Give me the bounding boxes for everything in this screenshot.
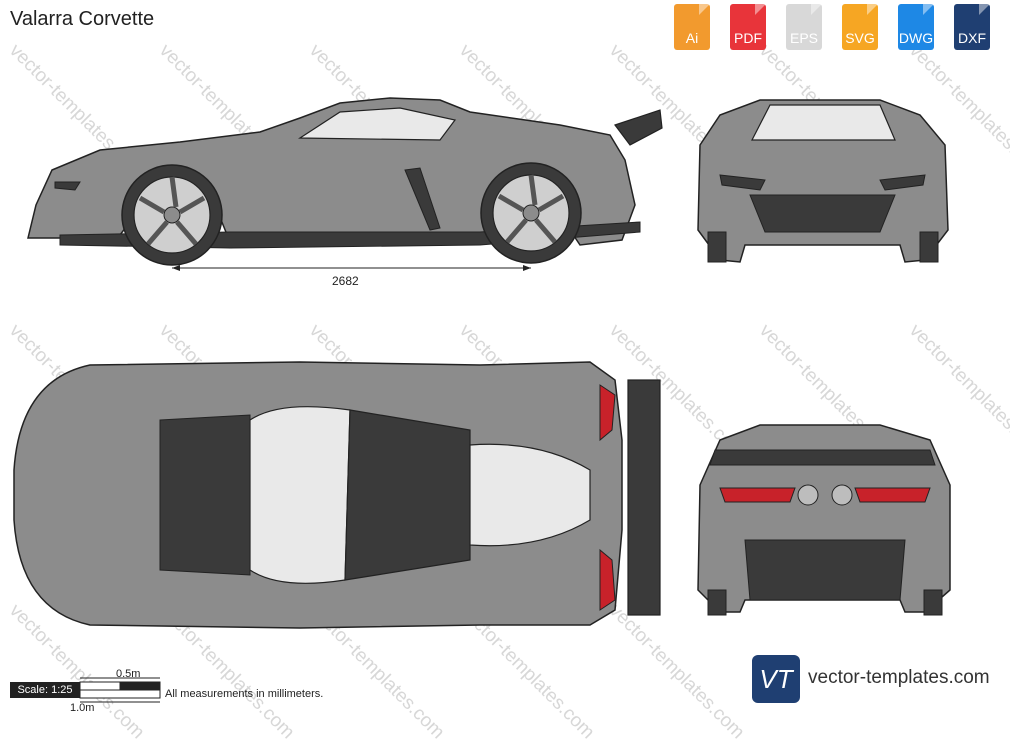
- side-view: [27, 97, 663, 271]
- rear-diffuser: [744, 539, 906, 601]
- top-windshield: [249, 406, 351, 584]
- rear-taillight-left: [719, 487, 796, 503]
- svg-file-icon: [842, 4, 878, 50]
- eps-file-button[interactable]: EPS: [780, 4, 828, 52]
- scale-label: Scale: 1:25: [10, 682, 80, 698]
- rear-exhaust-left: [797, 484, 819, 506]
- front-headlight-right: [879, 174, 926, 191]
- side-window: [298, 107, 457, 141]
- rear-wing: [709, 449, 936, 466]
- pdf-format-label: PDF: [734, 30, 762, 46]
- rear-wheel-left: [707, 589, 727, 616]
- wheelbase-dimension-line: [172, 265, 531, 271]
- measurement-note: All measurements in millimeters.: [165, 688, 324, 700]
- ai-file-icon: [674, 4, 710, 50]
- dwg-file-button[interactable]: DWG: [892, 4, 940, 52]
- wheelbase-dimension: 2682: [332, 274, 359, 288]
- top-view: [13, 361, 661, 629]
- top-taillight-left: [599, 384, 616, 442]
- page-title: Valarra Corvette: [10, 8, 155, 30]
- car-blueprint: [13, 97, 951, 703]
- scale-full-label: 1.0m: [70, 702, 95, 714]
- dxf-file-icon: [954, 4, 990, 50]
- fold-corner: [811, 4, 822, 15]
- eps-format-label: EPS: [789, 30, 818, 46]
- scale-bar: [79, 677, 161, 703]
- dxf-format-label: DXF: [958, 30, 986, 46]
- brand-logo-icon[interactable]: VT: [752, 655, 800, 703]
- ai-file-button[interactable]: Ai: [668, 4, 716, 52]
- front-wheel-right: [919, 231, 939, 263]
- front-grille: [749, 194, 896, 233]
- brand-name[interactable]: vector-templates.com: [808, 667, 990, 688]
- front-wheel-left: [707, 231, 727, 263]
- svg-format-label: SVG: [845, 30, 875, 46]
- fold-corner: [923, 4, 934, 15]
- side-vent: [404, 167, 441, 231]
- pdf-file-icon: [730, 4, 766, 50]
- scale-half-label: 0.5m: [116, 668, 141, 680]
- fold-corner: [755, 4, 766, 15]
- fold-corner: [699, 4, 710, 15]
- rear-taillight-right: [854, 487, 931, 503]
- brand-logo-text: VT: [759, 664, 793, 694]
- front-wheel: [121, 164, 223, 266]
- eps-file-icon: [786, 4, 822, 50]
- dwg-format-label: DWG: [898, 30, 934, 46]
- front-windshield: [751, 104, 896, 141]
- top-hood-vent: [159, 414, 251, 576]
- top-rear-wing: [627, 379, 661, 616]
- rear-wheel: [480, 162, 582, 264]
- rear-view: [697, 424, 951, 616]
- top-taillight-right: [599, 548, 616, 611]
- rear-exhaust-right: [831, 484, 853, 506]
- top-roof: [344, 409, 471, 581]
- side-headlight: [54, 181, 81, 191]
- svg-file-button[interactable]: SVG: [836, 4, 884, 52]
- top-rear-window: [469, 443, 591, 547]
- format-download-bar: Ai PDF EPS SVG DWG DXF: [668, 4, 996, 52]
- dxf-file-button[interactable]: DXF: [948, 4, 996, 52]
- fold-corner: [979, 4, 990, 15]
- fold-corner: [867, 4, 878, 15]
- front-view: [697, 99, 949, 263]
- rear-wheel-right: [923, 589, 943, 616]
- pdf-file-button[interactable]: PDF: [724, 4, 772, 52]
- dwg-file-icon: [898, 4, 934, 50]
- rear-wing: [614, 109, 663, 146]
- front-headlight-left: [719, 174, 766, 191]
- ai-format-label: Ai: [685, 30, 699, 46]
